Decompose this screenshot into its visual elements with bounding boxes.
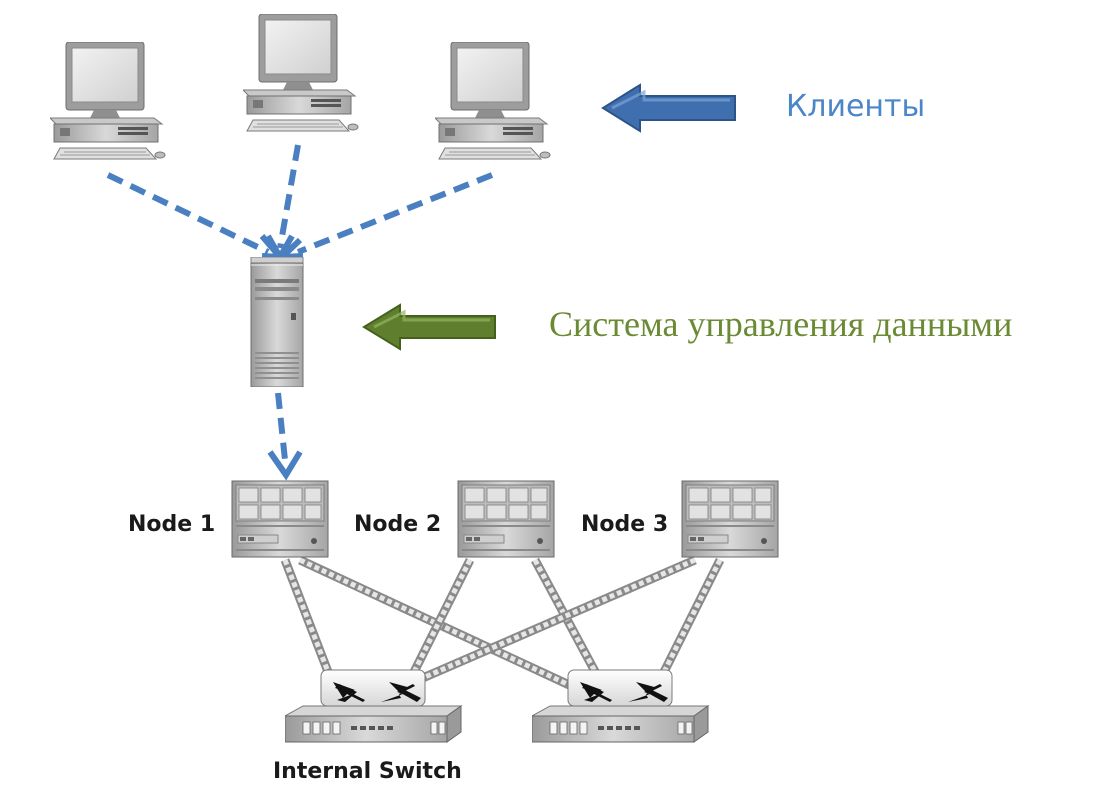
- desktop-computer-icon: [243, 14, 359, 132]
- data-management-system-label: Система управления данными: [549, 304, 1012, 344]
- cable-node1-switch1: [280, 558, 340, 692]
- node-label-1: Node 1: [128, 512, 215, 537]
- nodes-group: Node 1 Node 2 Node 3: [128, 480, 779, 558]
- clients-group: [50, 14, 551, 160]
- node-label-2: Node 2: [354, 512, 441, 537]
- cable-node2-switch1: [400, 557, 475, 693]
- dashed-link-client3: [296, 172, 494, 255]
- dashed-link-client2: [277, 144, 301, 249]
- clients-label: Клиенты: [786, 89, 925, 124]
- clients-callout: Клиенты: [601, 83, 925, 133]
- desktop-computer-icon: [435, 42, 551, 160]
- cable-node3-switch1: [393, 555, 697, 695]
- rack-server-icon: [457, 480, 555, 558]
- network-switch-icon: [285, 669, 462, 743]
- tower-server-icon: [250, 257, 304, 387]
- server-to-node1-link: [267, 392, 303, 481]
- switches-group: Internal Switch: [273, 669, 709, 784]
- rack-server-icon: [231, 480, 329, 558]
- dms-callout: Система управления данными: [362, 303, 1012, 351]
- left-arrow-icon: [362, 303, 496, 351]
- internal-switch-label: Internal Switch: [273, 759, 462, 784]
- client-request-links: [106, 144, 494, 255]
- desktop-computer-icon: [50, 42, 166, 160]
- cable-links: [280, 555, 725, 695]
- dashed-link-client1: [106, 172, 270, 255]
- cable-node2-switch2: [531, 557, 609, 693]
- node-label-3: Node 3: [581, 512, 668, 537]
- rack-server-icon: [681, 480, 779, 558]
- cable-node3-switch2: [650, 557, 725, 693]
- left-arrow-icon: [601, 83, 736, 133]
